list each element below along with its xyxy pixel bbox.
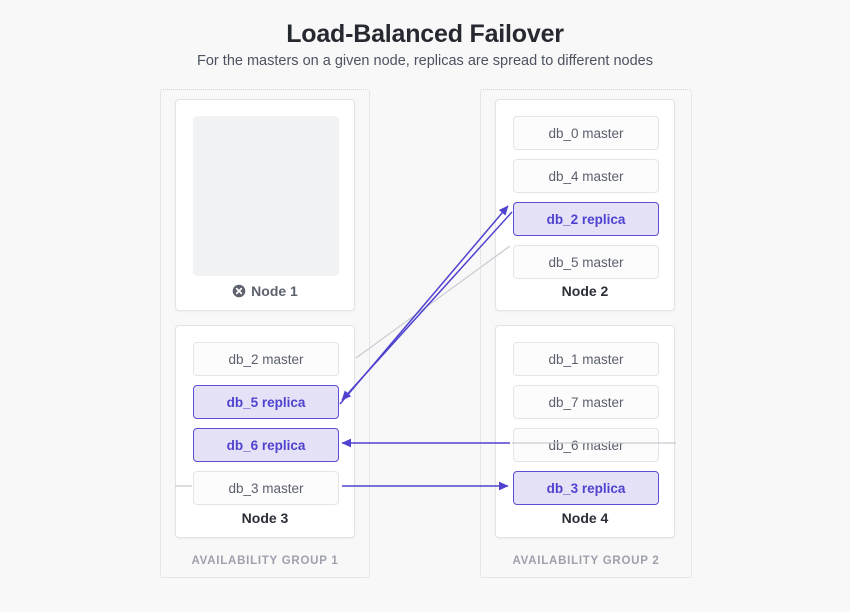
node-4-label: Node 4: [561, 510, 609, 526]
node-2-database-list: db_0 master db_4 master db_2 replica db_…: [513, 116, 659, 288]
db-box-db_2-master[interactable]: db_2 master: [193, 342, 339, 376]
node-3-label-row: Node 3: [176, 510, 354, 526]
availability-group-1-label: AVAILABILITY GROUP 1: [191, 555, 339, 567]
db-box-db_0-master[interactable]: db_0 master: [513, 116, 659, 150]
db-box-db_6-master[interactable]: db_6 master: [513, 428, 659, 462]
node-1-label: Node 1: [251, 283, 298, 299]
page-subtitle: For the masters on a given node, replica…: [197, 53, 653, 69]
node-4-database-list: db_1 master db_7 master db_6 master db_3…: [513, 342, 659, 514]
node-2-label: Node 2: [561, 283, 609, 299]
db-box-db_5-master[interactable]: db_5 master: [513, 245, 659, 279]
node-3-label: Node 3: [241, 510, 289, 526]
db-box-db_3-master[interactable]: db_3 master: [193, 471, 339, 505]
db-box-db_1-master[interactable]: db_1 master: [513, 342, 659, 376]
db-box-db_5-replica[interactable]: db_5 replica: [193, 385, 339, 419]
db-box-db_7-master[interactable]: db_7 master: [513, 385, 659, 419]
x-circle-icon: [232, 284, 246, 298]
db-box-db_2-replica[interactable]: db_2 replica: [513, 202, 659, 236]
db-box-db_6-replica[interactable]: db_6 replica: [193, 428, 339, 462]
node-1-label-row: Node 1: [176, 283, 354, 299]
node-2-label-row: Node 2: [496, 283, 674, 299]
node-card-node-1[interactable]: Node 1: [175, 99, 355, 311]
node-1-empty-placeholder: [193, 116, 339, 276]
db-box-db_3-replica[interactable]: db_3 replica: [513, 471, 659, 505]
page-title: Load-Balanced Failover: [286, 20, 564, 48]
node-card-node-3[interactable]: db_2 master db_5 replica db_6 replica db…: [175, 325, 355, 538]
availability-group-2-label: AVAILABILITY GROUP 2: [512, 555, 660, 567]
node-card-node-4[interactable]: db_1 master db_7 master db_6 master db_3…: [495, 325, 675, 538]
node-card-node-2[interactable]: db_0 master db_4 master db_2 replica db_…: [495, 99, 675, 311]
node-4-label-row: Node 4: [496, 510, 674, 526]
db-box-db_4-master[interactable]: db_4 master: [513, 159, 659, 193]
node-3-database-list: db_2 master db_5 replica db_6 replica db…: [193, 342, 339, 514]
